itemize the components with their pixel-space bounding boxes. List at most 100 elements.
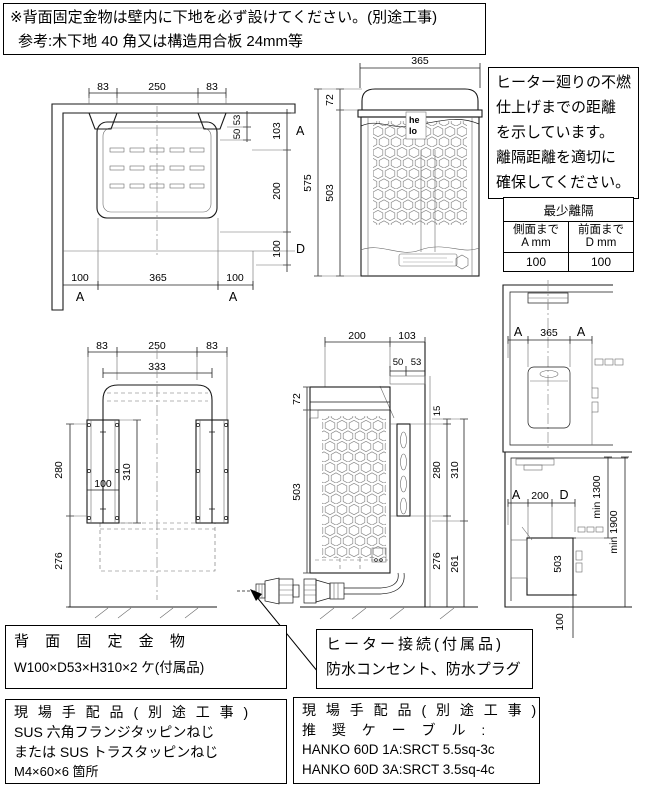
screws-line3: または SUS トラスタッピンねじ bbox=[14, 744, 219, 760]
dim-side-503: 503 bbox=[291, 483, 303, 501]
label-plan-A-bottom-right: A bbox=[229, 290, 238, 304]
min-separation-value-side: 100 bbox=[504, 253, 569, 271]
helo-logo-plate bbox=[405, 111, 427, 140]
col-front-line2: D mm bbox=[585, 237, 617, 249]
notice-box: ※背面固定金物は壁内に下地を必ず設けてください。(別途工事) 参考:木下地 40… bbox=[3, 3, 486, 55]
cable-line1: 現 場 手 配 品 ( 別 途 工 事 ) bbox=[302, 702, 540, 718]
dim-plan-50: 50 bbox=[232, 129, 243, 140]
notice-line1: ※背面固定金物は壁内に下地を必ず設けてください。(別途工事) bbox=[10, 9, 438, 26]
dim-roomelev-min1900: min 1900 bbox=[608, 510, 620, 553]
wall-bracket-side bbox=[396, 423, 411, 517]
connection-line1: ヒーター接続(付属品) bbox=[326, 636, 504, 653]
helo-logo-line2: lo bbox=[409, 126, 418, 136]
dim-side-53: 53 bbox=[411, 357, 422, 368]
col-front-line1: 前面まで bbox=[578, 224, 624, 236]
dim-roomplan-365: 365 bbox=[540, 327, 558, 339]
dim-front-72: 72 bbox=[324, 94, 336, 106]
stone-pattern-side bbox=[322, 416, 386, 558]
dim-side-103: 103 bbox=[398, 330, 416, 342]
leader-line-connection bbox=[255, 595, 319, 673]
dim-front-575: 575 bbox=[302, 174, 314, 192]
min-separation-table: 最少離隔 側面まで A mm 前面まで D mm 100 100 bbox=[503, 197, 634, 272]
dim-plan-bottom-365: 365 bbox=[149, 272, 167, 284]
dim-side-200: 200 bbox=[348, 330, 366, 342]
dim-rear-276: 276 bbox=[53, 552, 65, 570]
rear-view-drawing: 83 250 83 333 bbox=[53, 340, 229, 619]
dim-plan-bottom-100r: 100 bbox=[226, 272, 244, 284]
col-side-line1: 側面まで bbox=[513, 224, 559, 236]
dim-plan-53: 53 bbox=[232, 115, 243, 126]
cable-line4: HANKO 60D 3A:SRCT 3.5sq-4c bbox=[302, 762, 495, 777]
bracket-spec-detail: W100×D53×H310×2 ケ(付属品) bbox=[14, 660, 205, 675]
dim-side-310: 310 bbox=[449, 461, 461, 479]
info-line3: を示しています。 bbox=[496, 124, 615, 141]
heater-elevation-outline bbox=[526, 537, 574, 596]
dim-rear-100: 100 bbox=[94, 478, 112, 490]
screws-line4: M4×60×6 箇所 bbox=[14, 764, 99, 779]
dim-plan-top-center: 250 bbox=[148, 81, 166, 93]
bracket-spec-title: 背 面 固 定 金 物 bbox=[14, 633, 191, 650]
cable-line3: HANKO 60D 1A:SRCT 5.5sq-3c bbox=[302, 742, 495, 757]
connection-line2: 防水コンセント、防水プラグ bbox=[326, 661, 521, 678]
heater-plan-outline bbox=[527, 366, 571, 429]
dim-plan-103: 103 bbox=[271, 122, 283, 140]
dim-side-261: 261 bbox=[449, 555, 461, 573]
dim-side-280: 280 bbox=[431, 461, 443, 479]
dim-rear-310: 310 bbox=[121, 463, 133, 481]
dim-plan-bottom-100l: 100 bbox=[71, 272, 89, 284]
dim-rear-250: 250 bbox=[148, 340, 166, 352]
dim-roomelev-100: 100 bbox=[554, 613, 566, 631]
plan-view-drawing: 83 250 83 53 50 103 A 200 100 D 100 365 … bbox=[51, 81, 305, 311]
front-view-drawing: 365 he lo 72 503 575 bbox=[302, 55, 483, 277]
info-line1: ヒーター廻りの不燃 bbox=[496, 74, 632, 91]
min-separation-col-front: 前面まで D mm bbox=[569, 222, 633, 252]
col-side-line2: A mm bbox=[521, 237, 551, 249]
min-separation-title: 最少離隔 bbox=[504, 198, 633, 222]
label-plan-A-bottom-left: A bbox=[76, 290, 85, 304]
side-view-drawing: 200 103 50 53 bbox=[291, 330, 478, 620]
screws-line2: SUS 六角フランジタッピンねじ bbox=[14, 724, 215, 740]
screws-line1: 現 場 手 配 品 ( 別 途 工 事 ) bbox=[14, 704, 252, 720]
waterproof-connector-drawing bbox=[237, 577, 345, 673]
wall-hatch-plan bbox=[51, 103, 296, 311]
label-plan-A-right: A bbox=[296, 124, 305, 138]
dim-rear-83r: 83 bbox=[206, 340, 218, 352]
info-line2: 仕上げまでの距離 bbox=[496, 99, 617, 116]
notice-line2: 参考:木下地 40 角又は構造用合板 24mm等 bbox=[18, 33, 304, 50]
wall-mount-left bbox=[88, 112, 118, 130]
min-separation-col-side: 側面まで A mm bbox=[504, 222, 569, 252]
dim-side-276: 276 bbox=[431, 552, 443, 570]
dim-plan-200: 200 bbox=[271, 182, 283, 200]
dim-side-15: 15 bbox=[432, 406, 443, 417]
dim-front-365: 365 bbox=[411, 55, 429, 67]
dim-roomelev-503: 503 bbox=[552, 555, 564, 573]
fixing-bracket-right bbox=[195, 419, 229, 524]
dim-side-72: 72 bbox=[291, 393, 303, 405]
dim-plan-top-left: 83 bbox=[97, 81, 109, 93]
min-separation-value-front: 100 bbox=[590, 255, 612, 269]
screws-spec-box: 現 場 手 配 品 ( 別 途 工 事 ) SUS 六角フランジタッピンねじ ま… bbox=[5, 699, 287, 784]
power-cable bbox=[344, 572, 405, 595]
helo-logo-line1: he bbox=[409, 115, 420, 125]
terminal-box bbox=[371, 547, 387, 563]
clearance-info-box: ヒーター廻りの不燃 仕上げまでの距離 を示しています。 離隔距離を適切に 確保し… bbox=[488, 67, 639, 199]
connection-box: ヒーター接続(付属品) 防水コンセント、防水プラグ bbox=[316, 629, 533, 689]
rating-plate bbox=[398, 253, 458, 267]
dim-plan-100-right: 100 bbox=[271, 240, 283, 258]
dim-front-503: 503 bbox=[324, 184, 336, 202]
label-roomelev-A: A bbox=[512, 488, 521, 502]
dim-plan-top-right: 83 bbox=[206, 81, 218, 93]
fixing-bracket-left bbox=[86, 419, 120, 524]
dim-roomelev-min1300: min 1300 bbox=[591, 475, 603, 518]
wall-mount-right bbox=[197, 112, 227, 130]
cable-line2: 推 奨 ケ ー ブ ル : bbox=[302, 722, 492, 738]
room-plan-drawing: A 365 A bbox=[502, 280, 624, 453]
bracket-spec-box: 背 面 固 定 金 物 W100×D53×H310×2 ケ(付属品) bbox=[5, 625, 287, 689]
label-roomplan-A-right: A bbox=[577, 325, 586, 339]
dim-roomelev-200: 200 bbox=[531, 490, 549, 502]
leader-arrowhead bbox=[250, 589, 262, 601]
label-plan-D-right: D bbox=[296, 242, 305, 256]
cable-spec-box: 現 場 手 配 品 ( 別 途 工 事 ) 推 奨 ケ ー ブ ル : HANK… bbox=[293, 697, 540, 784]
